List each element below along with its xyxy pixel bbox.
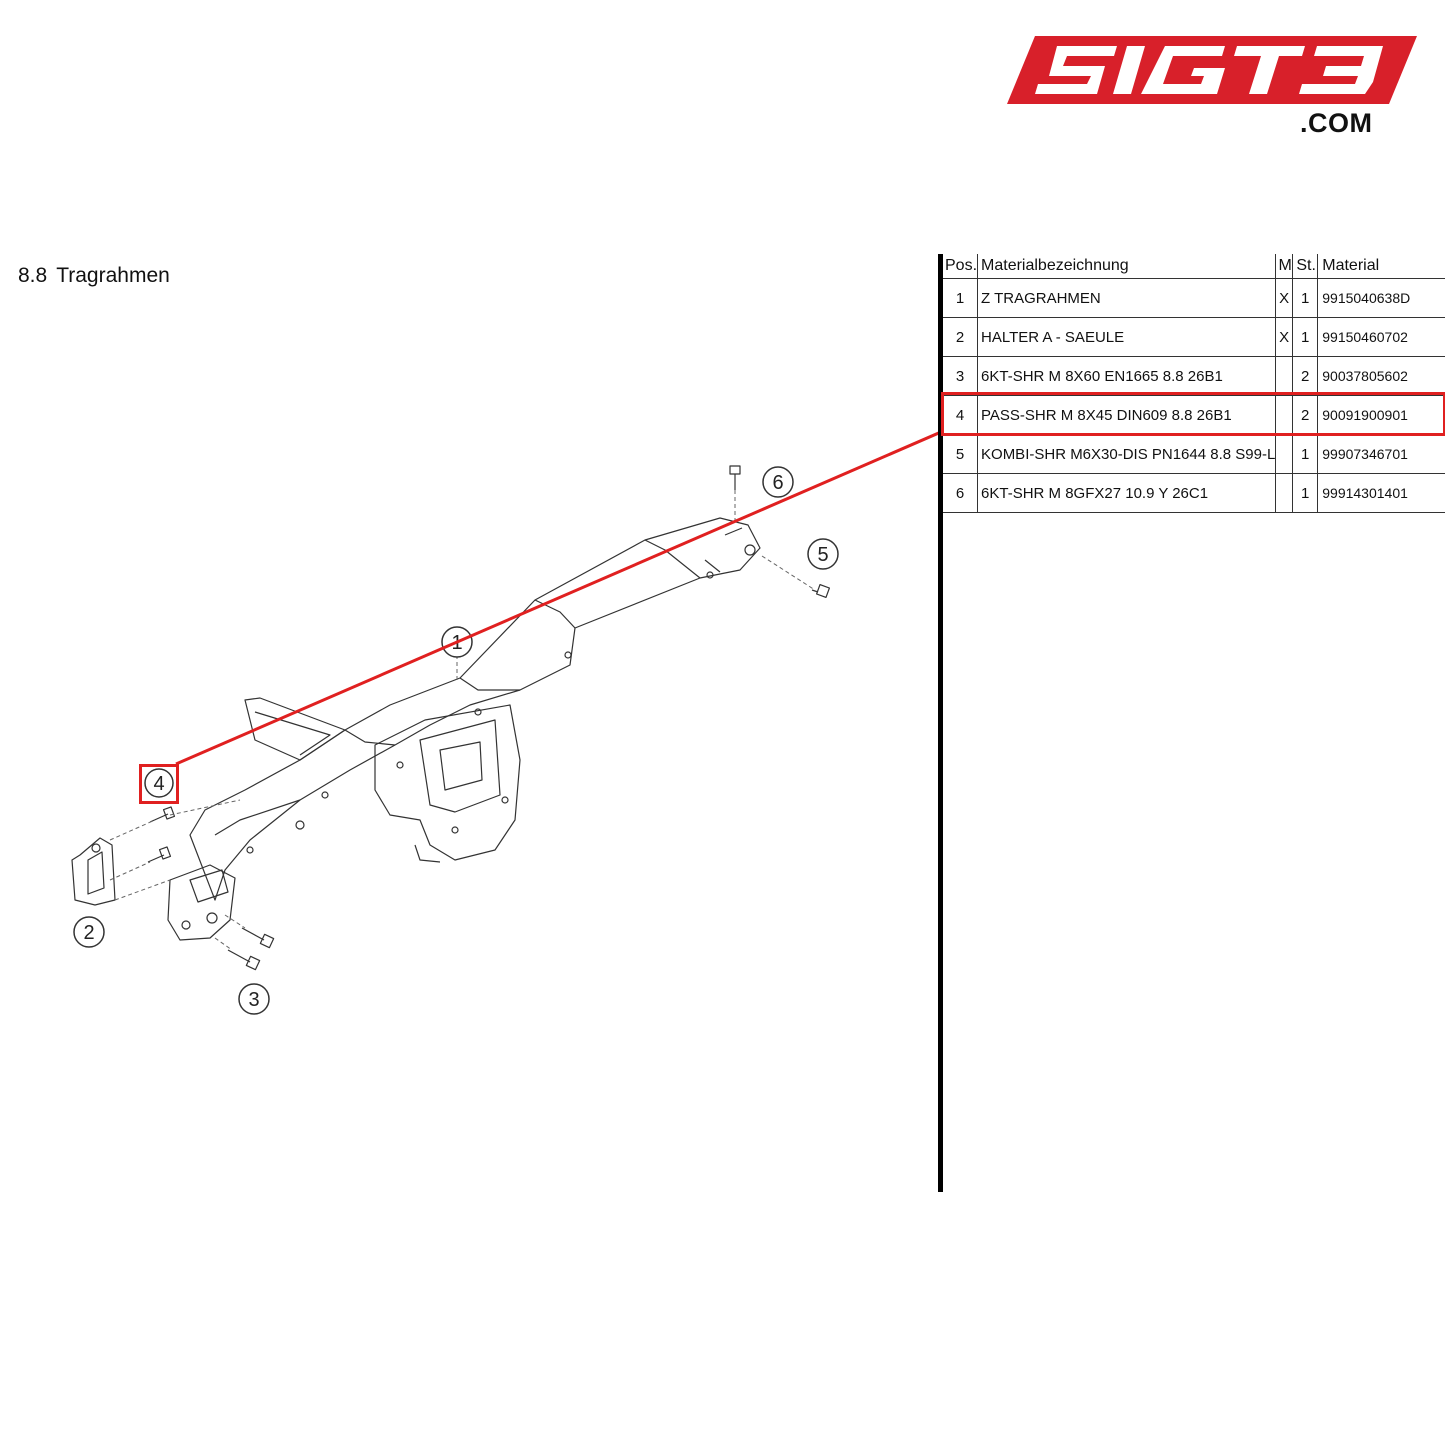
sigt3-logo [1007,36,1417,104]
section-label: Tragrahmen [56,264,170,287]
bolt-part-5 [811,583,831,599]
frame-part-1 [167,517,761,941]
cell-material: 99150460702 [1317,317,1445,357]
highlight-row-box [941,392,1445,436]
cell-st: 1 [1292,317,1318,357]
cell-name: Z TRAGRAHMEN [977,278,1276,318]
logo-dotcom: .COM [1300,108,1373,138]
cell-st: 1 [1292,278,1318,318]
callout-4: 4 [144,768,174,798]
bolt-part-3 [227,927,275,971]
cell-name: PASS-SHR M 8X45 DIN609 8.8 26B1 [977,395,1276,435]
cell-material: 90037805602 [1317,356,1445,396]
cell-name: HALTER A - SAEULE [977,317,1276,357]
bolt-part-4 [147,806,176,863]
table-divider [938,254,943,1192]
cell-m: X [1275,317,1293,357]
parts-table: Pos. Materialbezeichnung M St. Material … [943,254,1445,513]
cell-m [1275,434,1293,474]
cell-pos: 1 [943,278,978,318]
cell-material: 90091900901 [1317,395,1445,435]
svg-text:4: 4 [153,773,164,795]
cell-material: 99914301401 [1317,473,1445,513]
cell-m: X [1275,278,1293,318]
exploded-diagram: 1 2 3 4 5 6 [71,430,940,1015]
header-st: St. [1292,254,1318,279]
cell-st: 2 [1292,395,1318,435]
highlight-callout-box [139,764,179,804]
svg-text:6: 6 [772,472,783,494]
callout-3: 3 [238,983,270,1015]
table-row: 2 HALTER A - SAEULE X 1 99150460702 [943,317,1445,357]
header-pos: Pos. [945,257,978,274]
bracket-part-2 [71,837,116,906]
cell-name: 6KT-SHR M 8X60 EN1665 8.8 26B1 [977,356,1276,396]
callout-6: 6 [762,466,794,498]
bolt-part-6 [729,465,741,490]
cell-name: KOMBI-SHR M6X30-DIS PN1644 8.8 S99-L [977,434,1276,474]
table-header-row: Pos. Materialbezeichnung M St. Material [943,254,1445,279]
cell-pos: 2 [943,317,978,357]
callout-2: 2 [73,916,105,948]
svg-text:3: 3 [248,989,259,1011]
cell-m [1275,356,1293,396]
section-number: 8.8 [18,264,48,287]
cell-pos: 4 [943,395,978,435]
cell-pos: 5 [943,434,978,474]
header-material: Material [1317,254,1445,279]
table-row: 6 6KT-SHR M 8GFX27 10.9 Y 26C1 1 9991430… [943,473,1445,513]
callout-5: 5 [807,538,839,570]
cell-pos: 3 [943,356,978,396]
header-m: M [1275,254,1293,279]
cell-m [1275,473,1293,513]
cell-st: 1 [1292,434,1318,474]
table-row: 3 6KT-SHR M 8X60 EN1665 8.8 26B1 2 90037… [943,356,1445,396]
cell-material: 99907346701 [1317,434,1445,474]
cell-st: 2 [1292,356,1318,396]
table-row-highlighted: 4 PASS-SHR M 8X45 DIN609 8.8 26B1 2 9009… [943,395,1445,435]
cell-name: 6KT-SHR M 8GFX27 10.9 Y 26C1 [977,473,1276,513]
cell-material: 9915040638D [1317,278,1445,318]
highlight-connector-line [175,430,940,766]
cell-st: 1 [1292,473,1318,513]
section-title: 8.8 Tragrahmen [18,264,170,288]
svg-text:5: 5 [817,544,828,566]
header-name: Materialbezeichnung [977,254,1276,279]
cell-m [1275,395,1293,435]
cell-pos: 6 [943,473,978,513]
table-row: 5 KOMBI-SHR M6X30-DIS PN1644 8.8 S99-L 1… [943,434,1445,474]
table-row: 1 Z TRAGRAHMEN X 1 9915040638D [943,278,1445,318]
svg-text:2: 2 [83,922,94,944]
